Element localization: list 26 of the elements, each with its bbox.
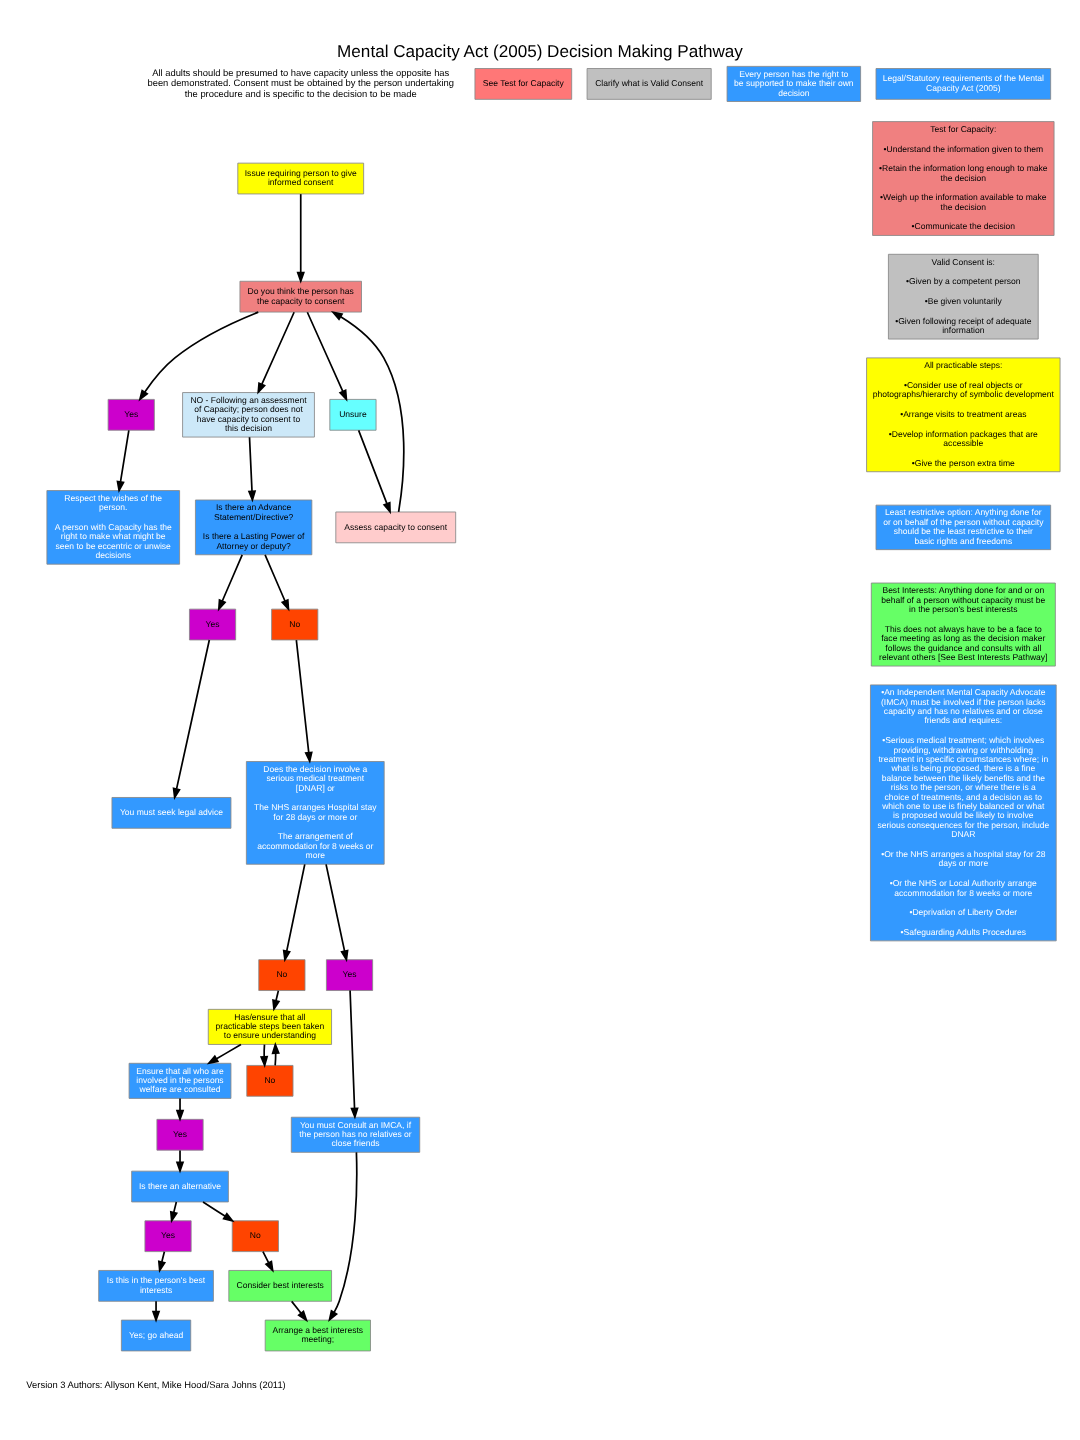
arrow [349,989,359,1120]
arrow [296,193,305,284]
arrow [325,863,349,963]
arrow [247,436,257,503]
arrow [306,311,348,402]
arrow [202,1201,235,1223]
arrow [175,1149,185,1174]
arrow [217,553,244,612]
arrow [357,429,391,515]
arrow [328,1151,358,1323]
arrow [206,1043,242,1065]
arrow [151,1300,161,1323]
arrow [116,429,130,494]
arrow [330,310,405,513]
arrow [262,1250,274,1273]
arrow [169,1201,179,1224]
arrow [257,311,295,395]
arrow [172,639,211,800]
arrow [295,639,313,764]
arrow [175,1097,185,1122]
arrow [282,863,306,963]
arrow [290,1300,308,1323]
arrow [259,1043,269,1068]
diagram-title: Mental Capacity Act (2005) Decision Making Pathway [337,40,743,61]
arrow [138,311,260,402]
arrow [264,553,290,612]
